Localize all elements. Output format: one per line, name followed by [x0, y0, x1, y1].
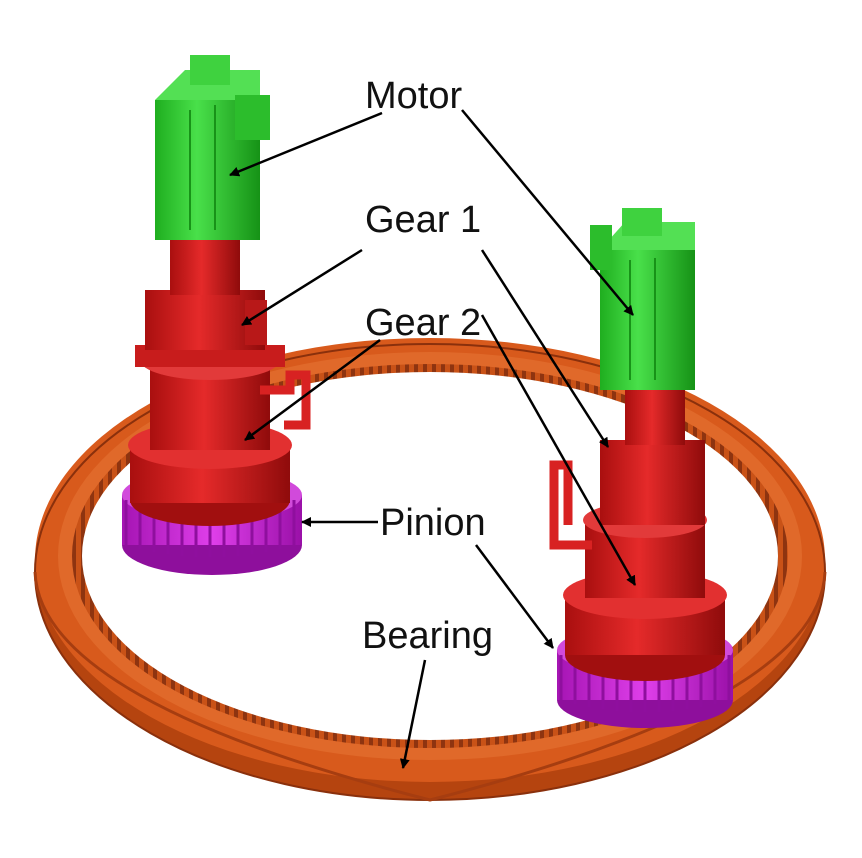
right-gear1-block — [600, 390, 705, 525]
left-drive-unit — [122, 55, 311, 575]
label-gear2: Gear 2 — [365, 302, 481, 344]
label-motor: Motor — [365, 75, 462, 117]
left-motor — [155, 55, 270, 240]
right-drive-unit — [549, 208, 733, 728]
label-pinion: Pinion — [380, 502, 486, 544]
label-gear1: Gear 1 — [365, 199, 481, 241]
right-motor — [590, 208, 695, 390]
arrow-gear1-left — [241, 248, 363, 327]
arrow-gear2-right — [480, 314, 637, 586]
arrow-gear2-left — [244, 338, 381, 442]
arrow-motor-right — [461, 109, 634, 316]
arrow-bearing — [399, 659, 427, 769]
arrow-motor-left — [229, 111, 383, 177]
arrow-gear1-right — [480, 249, 610, 448]
leader-arrows — [229, 109, 637, 769]
left-gear1-block — [145, 240, 267, 350]
label-bearing: Bearing — [362, 615, 493, 657]
arrow-pinion-right — [474, 544, 555, 649]
